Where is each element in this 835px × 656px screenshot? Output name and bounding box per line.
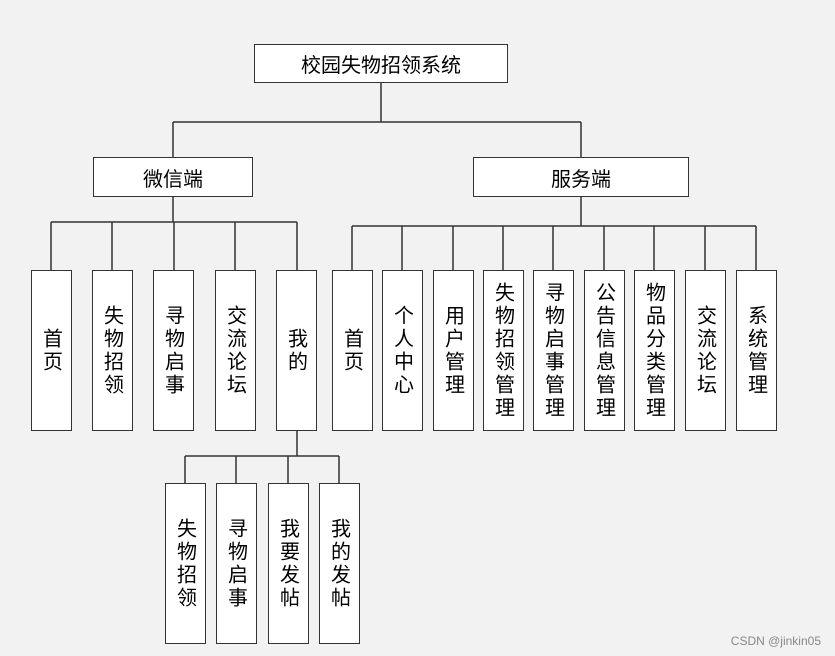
wechat-child-lost-found: 失物招领 [92, 270, 133, 431]
server-child-search-notice-mgmt: 寻物启事管理 [533, 270, 574, 431]
server-child-announcement-mgmt: 公告信息管理 [584, 270, 625, 431]
wechat-child-mine: 我的 [276, 270, 317, 431]
mine-child-my-posts: 我的发帖 [319, 483, 360, 644]
mine-child-lost-found: 失物招领 [165, 483, 206, 644]
mine-child-search-notice: 寻物启事 [216, 483, 257, 644]
root-node: 校园失物招领系统 [254, 44, 508, 83]
wechat-child-search-notice: 寻物启事 [153, 270, 194, 431]
server-child-forum: 交流论坛 [685, 270, 726, 431]
mine-child-post: 我要发帖 [268, 483, 309, 644]
server-child-lost-found-mgmt: 失物招领管理 [483, 270, 524, 431]
branch-wechat-node: 微信端 [93, 157, 253, 197]
server-child-user-mgmt: 用户管理 [433, 270, 474, 431]
server-child-personal-center: 个人中心 [382, 270, 423, 431]
wechat-child-home: 首页 [31, 270, 72, 431]
watermark: CSDN @jinkin05 [730, 634, 821, 648]
wechat-child-forum: 交流论坛 [215, 270, 256, 431]
server-child-category-mgmt: 物品分类管理 [634, 270, 675, 431]
server-child-system-mgmt: 系统管理 [736, 270, 777, 431]
branch-server-node: 服务端 [473, 157, 689, 197]
server-child-home: 首页 [332, 270, 373, 431]
